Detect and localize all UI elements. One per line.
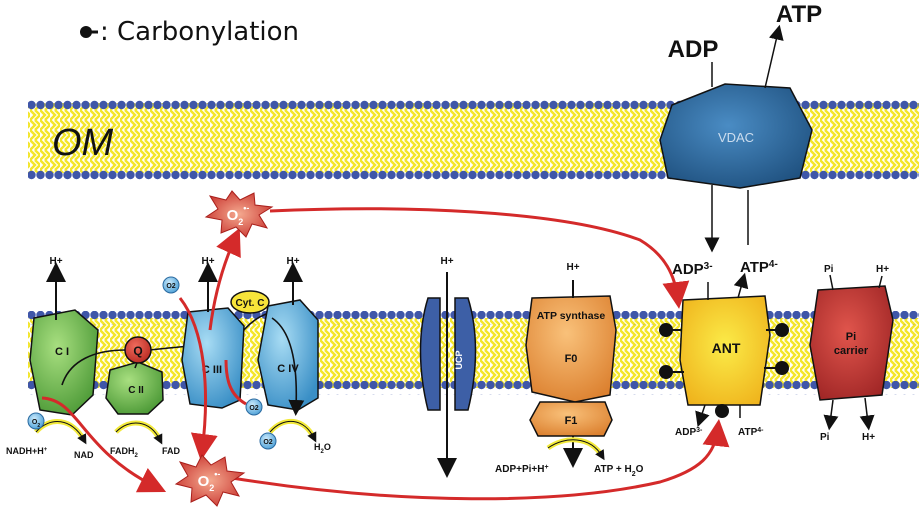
o2-c3-side-label: O2 (249, 405, 258, 412)
vdac-label: VDAC (718, 130, 754, 145)
ant-atp-bottom: ATP4- (738, 427, 764, 439)
ant-adp-top: ADP3- (672, 261, 713, 279)
carbonylation-dot-icon (775, 323, 789, 337)
pi-top-label: Pi (824, 264, 834, 275)
vdac-channel (659, 83, 813, 189)
atp-synthesis-arrow (546, 437, 605, 458)
complex-i-body (29, 309, 99, 416)
atp-synthase-f1 (529, 401, 613, 437)
pi-carrier-protein (809, 285, 894, 401)
q-label: Q (133, 344, 142, 358)
ucp-label: UCP (454, 350, 464, 369)
superoxide-star-icon (174, 454, 246, 507)
ant-atp-top: ATP4- (740, 259, 778, 277)
legend-label: : Carbonylation (100, 17, 299, 47)
ucp: UCP H+ (419, 256, 477, 478)
om-label: OM (52, 122, 114, 164)
c3-proton: H+ (201, 256, 214, 267)
superoxide-bottom-label: O2•- (198, 469, 221, 493)
complex-iii: C III H+ (181, 256, 245, 409)
fad-label: FAD (162, 446, 181, 456)
pi-carrier-line2: carrier (834, 345, 869, 357)
atp-synthase-f0 (525, 295, 617, 403)
o2-c4-icon (259, 432, 277, 450)
atp-synthase-f0-label: F0 (565, 353, 578, 365)
ucp-proton: H+ (440, 256, 453, 267)
nadh-label: NADH+H+ (6, 446, 48, 456)
complex-ii-body (105, 361, 164, 415)
o2-c1-label: O2 (32, 419, 40, 429)
superoxide-top: O2•- (204, 190, 274, 238)
cytc-label: Cyt. C (236, 298, 265, 309)
fadh2-label: FADH2 (110, 446, 139, 459)
atp-synthase-substrates: ADP+Pi+H+ (495, 464, 549, 476)
ros-c3-down (178, 297, 218, 461)
ros-to-ant-top (269, 207, 690, 309)
ant-label: ANT (712, 340, 741, 356)
h2o-label: H2O (314, 442, 331, 455)
matrix-reactions: NADH+H+ NAD FADH2 FAD H2O (6, 419, 331, 460)
cytochrome-c: Cyt. C (230, 290, 270, 314)
complex-iv: C IV H+ (257, 256, 319, 416)
c1-proton: H+ (49, 256, 62, 267)
ros-from-c1 (41, 396, 167, 493)
legend: : Carbonylation (80, 17, 299, 47)
ubiquinone: Q (124, 336, 152, 364)
atp-synthase: ATP synthase F0 F1 H+ ADP+Pi+H+ ATP + H2… (495, 262, 644, 478)
ant-atp-out-arrow (733, 272, 749, 299)
ant-carbonylation-marks (659, 323, 789, 418)
pi-carrier-line1: Pi (846, 331, 856, 343)
carbonylation-dot-icon (659, 365, 673, 379)
c4-proton: H+ (286, 256, 299, 267)
ant-adp-bottom: ADP3- (675, 427, 703, 439)
c2-label: C II (128, 385, 144, 396)
pi-h-bottom-label: H+ (862, 432, 875, 443)
vdac-adp-label: ADP (668, 36, 719, 63)
superoxide-bottom: O2•- (174, 454, 246, 507)
vdac-atp-arrow (764, 24, 784, 89)
o2-c4-label: O2 (263, 439, 272, 446)
complex-i: C I H+ (29, 256, 99, 416)
ucp-left (419, 297, 441, 411)
cytc-icon (230, 290, 270, 314)
atp-synthase-title: ATP synthase (537, 310, 606, 322)
o2-c3-side-icon (245, 398, 263, 416)
c1-label: C I (55, 346, 69, 358)
ant: ANT ADP3- ATP4- ADP3- ATP4- (659, 259, 789, 439)
o2-c3-top-label: O2 (166, 283, 175, 290)
ros-to-ant-bottom (231, 419, 730, 501)
c3-label: C III (202, 364, 222, 376)
ant-transporter (679, 295, 771, 406)
vdac: VDAC ADP ATP (659, 1, 822, 253)
pi-bottom-label: Pi (820, 432, 830, 443)
complex-iv-body (257, 299, 319, 411)
superoxide-top-label: O2•- (227, 203, 250, 227)
carbonylation-dot-icon (80, 26, 92, 38)
ros-c3-side (224, 359, 247, 406)
c4-label: C IV (277, 363, 299, 375)
o2-c3-top-icon (162, 276, 180, 294)
ant-adp-in-arrow (695, 404, 710, 428)
o2-c1-icon (27, 412, 45, 430)
carbonylation-dot-icon (775, 361, 789, 375)
oxygen-molecules: O2 O2 O2 O2 (27, 276, 277, 450)
q-icon (124, 336, 152, 364)
ros-c3-up (208, 227, 241, 331)
ros-arrows (41, 207, 730, 501)
pi-carrier: Pi carrier Pi H+ Pi H+ (809, 264, 894, 443)
atp-synthase-products: ATP + H2O (594, 464, 644, 478)
atp-synthase-proton: H+ (566, 262, 579, 273)
ucp-right (454, 297, 477, 411)
nad-label: NAD (74, 450, 94, 460)
carbonylation-dot-icon (715, 404, 729, 418)
superoxide-star-icon (204, 190, 274, 238)
atp-synthase-f1-label: F1 (565, 415, 578, 427)
complex-ii: C II (105, 361, 164, 415)
pi-h-top-label: H+ (876, 264, 889, 275)
vdac-atp-label: ATP (776, 1, 822, 28)
carbonylation-dot-icon (659, 323, 673, 337)
